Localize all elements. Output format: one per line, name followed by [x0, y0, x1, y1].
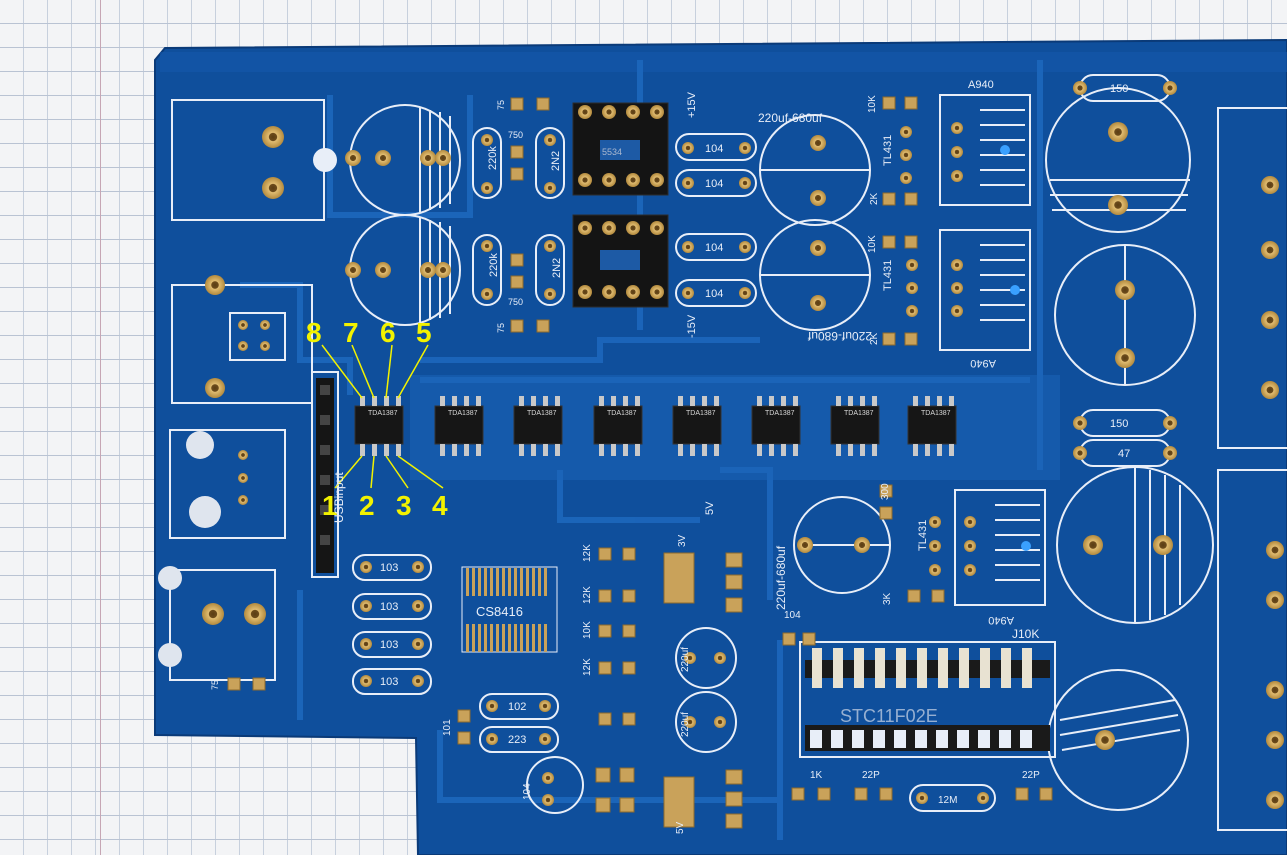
silk-cap-220uf-b: 220uf [680, 712, 691, 737]
silk-label-1k: 1K [810, 770, 823, 781]
silk-res-75-b: 75 [496, 323, 506, 333]
silk-label-104-j: 104 [784, 610, 801, 621]
silkscreen-outlines [169, 74, 1287, 831]
dac-chip-3[interactable]: TDA1387 [513, 396, 563, 456]
silk-transistor-mid: A940 [970, 357, 996, 369]
silk-rail-pos: +15V [686, 91, 698, 118]
dac-chip-2[interactable]: TDA1387 [434, 396, 484, 456]
silk-res-104-a: 104 [705, 143, 723, 155]
opamp-socket-bottom[interactable] [572, 214, 669, 308]
silk-res-150-mid: 150 [1110, 418, 1128, 430]
pin-label-1: 1 [322, 490, 338, 521]
silk-chip-cs: CS8416 [476, 604, 523, 619]
chip-mark-6: TDA1387 [765, 410, 795, 417]
silk-reg-low: TL431 [917, 520, 929, 551]
silk-res-2k-b: 2K [869, 332, 880, 345]
usb-pin-header[interactable] [316, 378, 334, 573]
silk-cap-low: 220uf-680uf [774, 545, 788, 610]
silk-res-103-b: 103 [380, 601, 398, 613]
pin-label-8: 8 [306, 317, 322, 348]
silk-res-104-b: 104 [705, 178, 723, 190]
pin-label-3: 3 [396, 490, 412, 521]
silk-res-103-c: 103 [380, 639, 398, 651]
silk-cap-mid: 220uf-680uf [807, 329, 872, 343]
silk-label-104-low: 104 [522, 783, 533, 800]
dac-copper-area [410, 375, 1060, 480]
silk-res-223: 223 [508, 734, 526, 746]
silk-label-sticker: STC11F02E [840, 706, 938, 726]
pin-label-2: 2 [359, 490, 375, 521]
silk-label-22p-b: 22P [1022, 770, 1040, 781]
dac-chip-5[interactable]: TDA1387 [672, 396, 722, 456]
dac-chip-6[interactable]: TDA1387 [751, 396, 801, 456]
dac-chip-7[interactable]: TDA1387 [830, 396, 880, 456]
chip-socket-24pin[interactable] [805, 648, 1050, 751]
silk-res-220k-b: 220k [488, 253, 500, 277]
silk-res-102: 102 [508, 701, 526, 713]
pin-annotations: 8 7 6 5 1 2 3 4 [306, 317, 448, 521]
dac-chip-4[interactable]: TDA1387 [593, 396, 643, 456]
silk-res-10k-a: 10K [867, 95, 878, 113]
silk-usb-label: USBinput [332, 472, 346, 523]
silk-res-10k-c: 10K [582, 621, 593, 639]
silk-res-150-top: 150 [1110, 83, 1128, 95]
square-pads [227, 96, 1053, 829]
through-hole-pads [158, 81, 1284, 809]
opamp-socket-top[interactable] [572, 102, 669, 196]
silk-label-5v-b: 5V [675, 821, 686, 834]
silk-res-10k-b: 10K [867, 235, 878, 253]
chip-mark-1: TDA1387 [368, 410, 398, 417]
silk-res-3k: 3K [882, 592, 893, 605]
chip-mark-2: TDA1387 [448, 410, 478, 417]
pin-annotation-lines [321, 344, 444, 489]
silk-cap-top: 220uf-680uf [758, 111, 823, 125]
silk-reg-mid: TL431 [882, 260, 894, 291]
silk-res-12k-a: 12K [582, 544, 593, 562]
chip-mark-5: TDA1387 [686, 410, 716, 417]
silk-transistor-low: A940 [988, 614, 1014, 626]
chip-mark-4: TDA1387 [607, 410, 637, 417]
silk-res-47: 47 [1118, 448, 1130, 460]
silk-res-104-d: 104 [705, 288, 723, 300]
pin-label-5: 5 [416, 317, 432, 348]
pin-label-6: 6 [380, 317, 396, 348]
silk-res-75-a: 75 [496, 100, 506, 110]
silk-res-750-a: 750 [508, 130, 523, 140]
silk-cap-2n2-b: 2N2 [551, 258, 563, 278]
silk-label-22p-a: 22P [862, 770, 880, 781]
silk-cap-2n2-a: 2N2 [550, 151, 562, 171]
silk-res-75-c: 75 [210, 680, 220, 690]
pin-label-4: 4 [432, 490, 448, 521]
chip-mark-3: TDA1387 [527, 410, 557, 417]
silk-res-103-d: 103 [380, 676, 398, 688]
silk-label-5v: 5V [704, 501, 716, 515]
chip-mark-8: TDA1387 [921, 410, 951, 417]
silk-transistor-top: A940 [968, 79, 994, 91]
pin-label-7: 7 [343, 317, 359, 348]
dac-chip-1[interactable]: TDA1387 [354, 396, 404, 456]
dac-chip-8[interactable]: TDA1387 [907, 396, 957, 456]
silk-label-12m: 12M [938, 795, 957, 806]
silk-label-101: 101 [442, 719, 453, 736]
silk-label-j10k: J10K [1012, 627, 1039, 641]
silk-label-3v: 3V [677, 534, 688, 547]
silk-opamp-top: 5534 [602, 147, 622, 157]
silk-res-12k-c: 12K [582, 658, 593, 676]
silk-reg-top: TL431 [882, 135, 894, 166]
silk-res-104-c: 104 [705, 242, 723, 254]
chip-mark-7: TDA1387 [844, 410, 874, 417]
silk-res-103-a: 103 [380, 562, 398, 574]
silk-rail-neg: -15V [686, 314, 698, 338]
silk-res-12k-b: 12K [582, 586, 593, 604]
silk-res-2k-a: 2K [869, 192, 880, 205]
silk-res-220k-a: 220k [487, 146, 499, 170]
silk-res-300: 300 [880, 483, 891, 500]
cs8416-footprint [461, 566, 558, 653]
silk-res-750-b: 750 [508, 297, 523, 307]
silk-cap-220uf-a: 220uf [680, 647, 691, 672]
